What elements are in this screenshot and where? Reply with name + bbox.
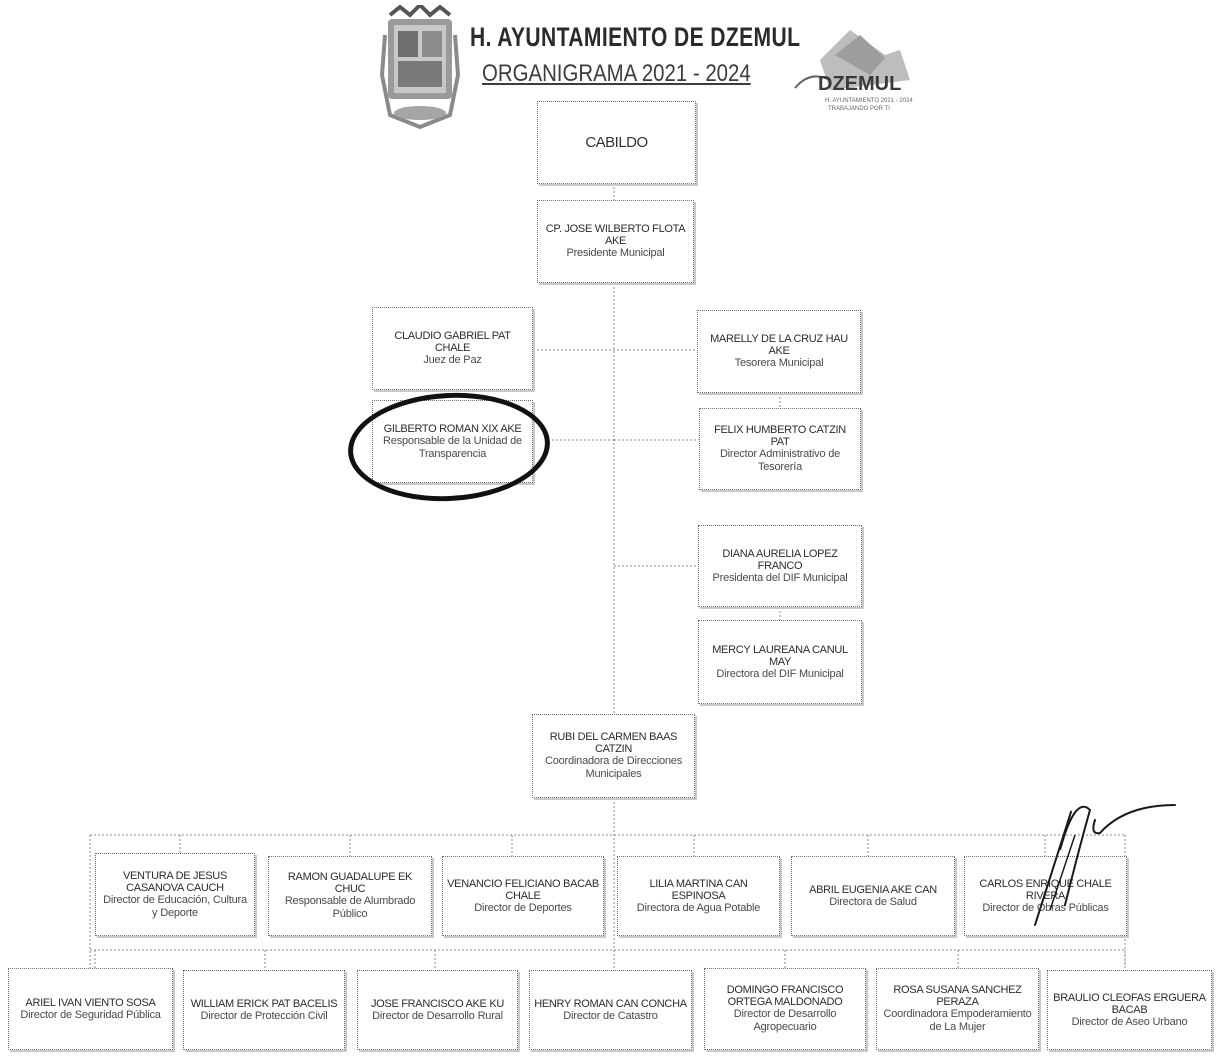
director-box: JOSE FRANCISCO AKE KU Director de Desarr… [357, 970, 518, 1050]
director-role: Director de Seguridad Pública [20, 1008, 161, 1021]
director-box: BRAULIO CLEOFAS ERGUERA BACAB Director d… [1047, 970, 1212, 1050]
logo-wordmark: DZEMUL [818, 73, 901, 95]
director-name: ABRIL EUGENIA AKE CAN [809, 883, 937, 896]
director-role: Directora de Agua Potable [636, 901, 761, 914]
coat-of-arms-logo [380, 5, 460, 130]
transparencia-role: Responsable de la Unidad de Transparenci… [383, 434, 522, 460]
director-box: VENANCIO FELICIANO BACAB CHALE Director … [442, 856, 604, 936]
juez-name: CLAUDIO GABRIEL PAT CHALE [394, 330, 511, 354]
director-role: Director de Protección Civil [200, 1009, 328, 1022]
director-box: ROSA SUSANA SANCHEZ PERAZA Coordinadora … [876, 968, 1039, 1050]
presidente-name: CP. JOSE WILBERTO FLOTA AKE [545, 223, 686, 247]
logo-tagline-2: TRABAJANDO POR TI [828, 106, 890, 112]
transparencia-box: GILBERTO ROMAN XIX AKE Responsable de la… [372, 400, 533, 483]
director-name: LILIA MARTINA CAN ESPINOSA [649, 877, 748, 902]
pres-dif-name: DIANA AURELIA LOPEZ FRANCO [722, 547, 838, 572]
dir-admin-name: FELIX HUMBERTO CATZIN PAT [714, 424, 846, 448]
director-name: ROSA SUSANA SANCHEZ PERAZA [893, 984, 1022, 1008]
tesorera-box: MARELLY DE LA CRUZ HAU AKE Tesorera Muni… [697, 310, 861, 393]
director-role: Director de Catastro [563, 1009, 658, 1022]
juez-box: CLAUDIO GABRIEL PAT CHALE Juez de Paz [372, 307, 533, 390]
director-name: ARIEL IVAN VIENTO SOSA [25, 996, 156, 1009]
coordinadora-name: RUBI DEL CARMEN BAAS CATZIN [549, 731, 678, 755]
director-box: WILLIAM ERICK PAT BACELIS Director de Pr… [183, 970, 345, 1050]
director-role: Director de Deportes [474, 901, 572, 914]
director-name: BRAULIO CLEOFAS ERGUERA BACAB [1053, 991, 1206, 1016]
director-role: Director de Desarrollo Agropecuario [733, 1008, 837, 1033]
cabildo-box: CABILDO [537, 101, 696, 184]
dir-dif-box: MERCY LAUREANA CANUL MAY Directora del D… [698, 620, 862, 704]
coordinadora-box: RUBI DEL CARMEN BAAS CATZIN Coordinadora… [532, 714, 695, 798]
tesorera-role: Tesorera Municipal [734, 357, 824, 369]
dir-dif-role: Directora del DIF Municipal [716, 667, 844, 680]
coordinadora-role: Coordinadora de Direcciones Municipales [544, 755, 683, 780]
director-box: ABRIL EUGENIA AKE CAN Directora de Salud [791, 856, 955, 936]
presidente-role: Presidente Municipal [566, 247, 665, 259]
director-box: DOMINGO FRANCISCO ORTEGA MALDONADO Direc… [704, 968, 866, 1050]
dir-admin-box: FELIX HUMBERTO CATZIN PAT Director Admin… [699, 408, 861, 490]
director-name: HENRY ROMAN CAN CONCHA [534, 997, 687, 1010]
director-role: Director de Aseo Urbano [1071, 1015, 1188, 1028]
pres-dif-box: DIANA AURELIA LOPEZ FRANCO Presidenta de… [698, 525, 862, 607]
dir-admin-role: Director Administrativo de Tesorería [719, 448, 841, 473]
director-name: RAMON GUADALUPE EK CHUC [287, 871, 413, 895]
director-box: ARIEL IVAN VIENTO SOSA Director de Segur… [8, 968, 173, 1050]
director-name: VENANCIO FELICIANO BACAB CHALE [447, 877, 599, 902]
director-name: WILLIAM ERICK PAT BACELIS [190, 997, 338, 1010]
transparencia-name: GILBERTO ROMAN XIX AKE [383, 422, 522, 435]
logo-tagline-1: H. AYUNTAMIENTO 2021 - 2024 [825, 98, 913, 104]
tesorera-name: MARELLY DE LA CRUZ HAU AKE [710, 333, 848, 357]
cabildo-label: CABILDO [585, 134, 648, 151]
director-name: VENTURA DE JESUS CASANOVA CAUCH [122, 869, 227, 894]
dir-dif-name: MERCY LAUREANA CANUL MAY [712, 643, 848, 668]
director-name: JOSE FRANCISCO AKE KU [370, 997, 505, 1010]
director-box: LILIA MARTINA CAN ESPINOSA Directora de … [617, 856, 780, 936]
director-role: Director de Obras Públicas [982, 901, 1109, 914]
juez-role: Juez de Paz [423, 354, 482, 366]
director-box: VENTURA DE JESUS CASANOVA CAUCH Director… [95, 853, 255, 936]
page-title: H. AYUNTAMIENTO DE DZEMUL [470, 22, 801, 52]
pres-dif-role: Presidenta del DIF Municipal [712, 571, 848, 584]
director-role: Director de Educación, Cultura y Deporte [103, 893, 247, 919]
director-box: HENRY ROMAN CAN CONCHA Director de Catas… [529, 970, 692, 1050]
handwritten-signature [1034, 804, 1176, 926]
director-role: Directora de Salud [829, 895, 917, 908]
director-role: Coordinadora Empoderamiento de La Mujer [883, 1008, 1032, 1033]
presidente-box: CP. JOSE WILBERTO FLOTA AKE Presidente M… [537, 200, 694, 283]
director-box: RAMON GUADALUPE EK CHUC Responsable de A… [268, 856, 432, 936]
dzemul-logo: DZEMUL H. AYUNTAMIENTO 2021 - 2024 TRABA… [794, 30, 913, 112]
director-role: Director de Desarrollo Rural [372, 1009, 503, 1022]
director-role: Responsable de Alumbrado Público [284, 895, 416, 920]
page-subtitle: ORGANIGRAMA 2021 - 2024 [482, 60, 751, 87]
director-name: DOMINGO FRANCISCO ORTEGA MALDONADO [726, 984, 844, 1008]
